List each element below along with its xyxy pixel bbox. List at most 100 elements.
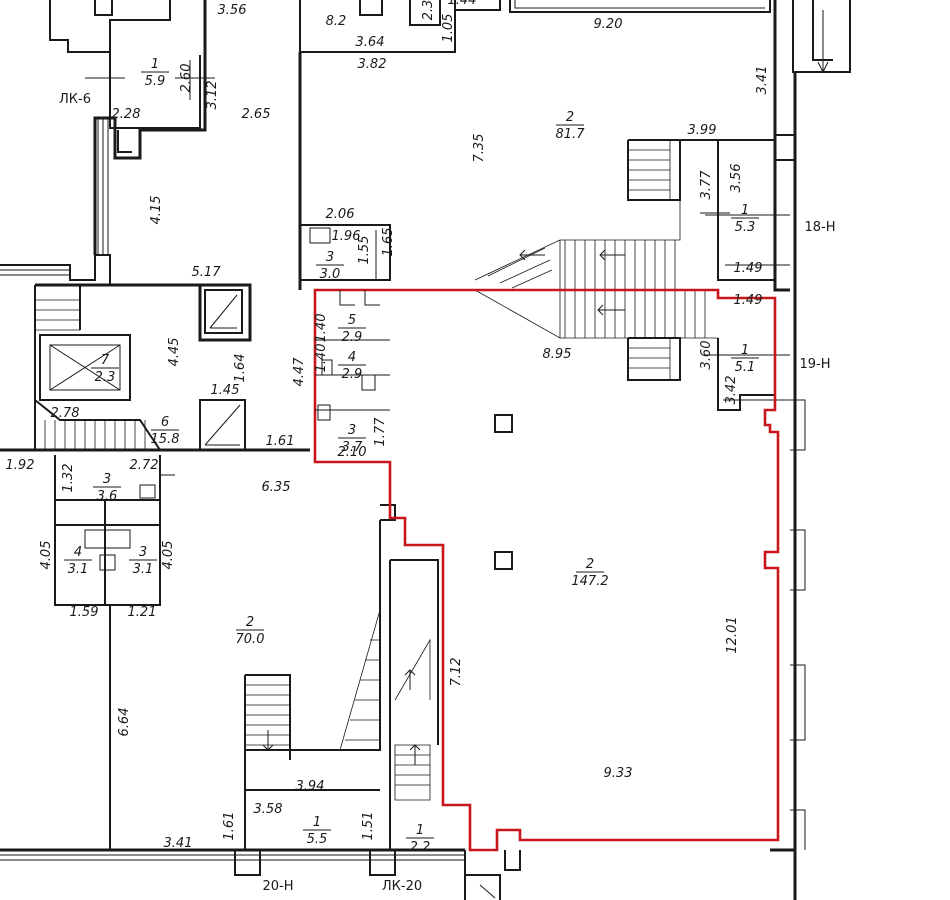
room-number: 5 bbox=[348, 313, 356, 328]
dimension-label: 3.41 bbox=[164, 836, 193, 851]
dimension-label: 1.49 bbox=[734, 261, 763, 276]
dimension-label: 7.35 bbox=[472, 134, 487, 163]
room-label-room-stair-7: 72.3 bbox=[91, 353, 119, 385]
dimension-label: 3.58 bbox=[254, 802, 283, 817]
dimension-label: 3.12 bbox=[205, 81, 220, 110]
dimension-label: 1.61 bbox=[266, 434, 295, 449]
dimension-label: 1.51 bbox=[361, 812, 376, 841]
room-number: 2 bbox=[566, 110, 574, 125]
dimension-label: 3.94 bbox=[296, 779, 325, 794]
room-number: 1 bbox=[416, 823, 424, 838]
unit-tag: ЛК-6 bbox=[59, 92, 91, 107]
room-number: 6 bbox=[161, 415, 169, 430]
room-label-room-wc-5: 52.9 bbox=[338, 313, 366, 345]
room-label-room-bottom-1b: 12.2 bbox=[406, 823, 434, 855]
room-area: 3.1 bbox=[68, 562, 89, 577]
unit-tag: ЛК-20 bbox=[382, 879, 422, 894]
room-number: 2 bbox=[246, 615, 254, 630]
room-number: 3 bbox=[326, 250, 334, 265]
dimension-label: 1.59 bbox=[70, 605, 99, 620]
dimension-label: 8.95 bbox=[543, 347, 572, 362]
room-area: 15.8 bbox=[151, 432, 180, 447]
dimension-label: 3.60 bbox=[699, 341, 714, 370]
room-number: 3 bbox=[348, 423, 356, 438]
room-number: 3 bbox=[139, 545, 147, 560]
dimension-label: 3.64 bbox=[356, 35, 385, 50]
room-label-room-left-3c: 33.1 bbox=[129, 545, 157, 577]
room-label-room-6: 615.8 bbox=[151, 415, 180, 447]
room-number: 1 bbox=[313, 815, 321, 830]
unit-tag: 18-Н bbox=[804, 220, 835, 235]
room-label-room-bottom-1: 15.5 bbox=[303, 815, 331, 847]
dimension-label: 1.40 bbox=[314, 314, 329, 343]
room-area: 2.9 bbox=[342, 330, 363, 345]
dimension-label: 1.05 bbox=[441, 14, 456, 43]
room-label-room-top-8: 8.2 bbox=[326, 14, 347, 29]
dimension-label: 3.56 bbox=[729, 164, 744, 193]
dimension-label: 3.82 bbox=[358, 57, 387, 72]
room-number: 1 bbox=[741, 203, 749, 218]
room-area: 3.7 bbox=[342, 440, 363, 455]
dimension-label: 5.17 bbox=[192, 265, 222, 280]
room-number: 3 bbox=[103, 472, 111, 487]
room-label-room-left-3: 33.6 bbox=[93, 472, 121, 504]
dimension-label: 3.99 bbox=[688, 123, 717, 138]
room-area: 8.2 bbox=[326, 14, 347, 29]
room-area: 5.5 bbox=[307, 832, 328, 847]
room-number: 1 bbox=[741, 343, 749, 358]
room-label-room-lk6-1: 15.9 bbox=[141, 57, 169, 89]
dimension-label: 9.20 bbox=[594, 17, 623, 32]
room-label-room-wc-4a: 42.9 bbox=[338, 350, 366, 382]
room-area: 3.0 bbox=[320, 267, 341, 282]
dimension-label: 1.21 bbox=[128, 605, 157, 620]
dimension-label: 3.42 bbox=[724, 376, 739, 405]
dimension-label: 1.40 bbox=[314, 344, 329, 373]
dimension-label: 7.12 bbox=[449, 658, 464, 687]
room-label-room-right-1a: 15.3 bbox=[731, 203, 759, 235]
room-label-room-right-1b: 15.1 bbox=[731, 343, 759, 375]
room-area: 5.1 bbox=[735, 360, 756, 375]
room-area: 2.2 bbox=[410, 840, 431, 855]
room-area: 3.6 bbox=[97, 489, 118, 504]
dimension-label: 2.60 bbox=[179, 64, 194, 93]
unit-tag: 19-Н bbox=[799, 357, 830, 372]
dimension-label: 2.06 bbox=[326, 207, 355, 222]
dimension-label: 1.49 bbox=[734, 293, 763, 308]
room-area: 2.9 bbox=[342, 367, 363, 382]
dimension-label: 6.35 bbox=[262, 480, 291, 495]
dimension-label: 4.45 bbox=[167, 338, 182, 367]
dimension-label: 1.32 bbox=[61, 464, 76, 493]
room-number: 4 bbox=[348, 350, 356, 365]
room-area: 2.3 bbox=[95, 370, 116, 385]
dimension-label: 3.56 bbox=[218, 3, 247, 18]
room-label-room-2-70: 270.0 bbox=[236, 615, 265, 647]
dimension-label: 4.05 bbox=[161, 541, 176, 570]
dimension-label: 1.61 bbox=[222, 812, 237, 841]
dimension-label: 3.77 bbox=[699, 170, 714, 200]
room-area: 5.9 bbox=[145, 74, 166, 89]
dimension-label: 2.78 bbox=[51, 406, 80, 421]
dimension-label: 1.65 bbox=[381, 228, 396, 257]
dimension-label: 2.10 bbox=[338, 445, 367, 460]
room-label-room-wc-3b: 33.7 bbox=[338, 423, 366, 455]
room-area: 70.0 bbox=[236, 632, 265, 647]
dimension-label: 1.45 bbox=[211, 383, 240, 398]
dimension-label: 4.47 bbox=[292, 357, 307, 387]
highlighted-unit-outline bbox=[313, 288, 780, 852]
room-number: 1 bbox=[151, 57, 159, 72]
room-label-room-wc-3a: 33.0 bbox=[316, 250, 344, 282]
dimension-label: 1.77 bbox=[373, 417, 388, 447]
dimension-label: 2.28 bbox=[112, 107, 141, 122]
dimension-label: 9.33 bbox=[604, 766, 633, 781]
room-area: 3.1 bbox=[133, 562, 154, 577]
room-number: 7 bbox=[101, 353, 110, 368]
dimension-label: 1.64 bbox=[233, 354, 248, 383]
room-number: 2 bbox=[586, 557, 594, 572]
dimension-label: 12.01 bbox=[725, 616, 740, 653]
room-labels: 15.98.2281.715.333.072.3615.852.942.933.… bbox=[64, 14, 759, 855]
dimension-label: 6.64 bbox=[117, 708, 132, 737]
dimension-label: 2.3 bbox=[421, 0, 436, 20]
